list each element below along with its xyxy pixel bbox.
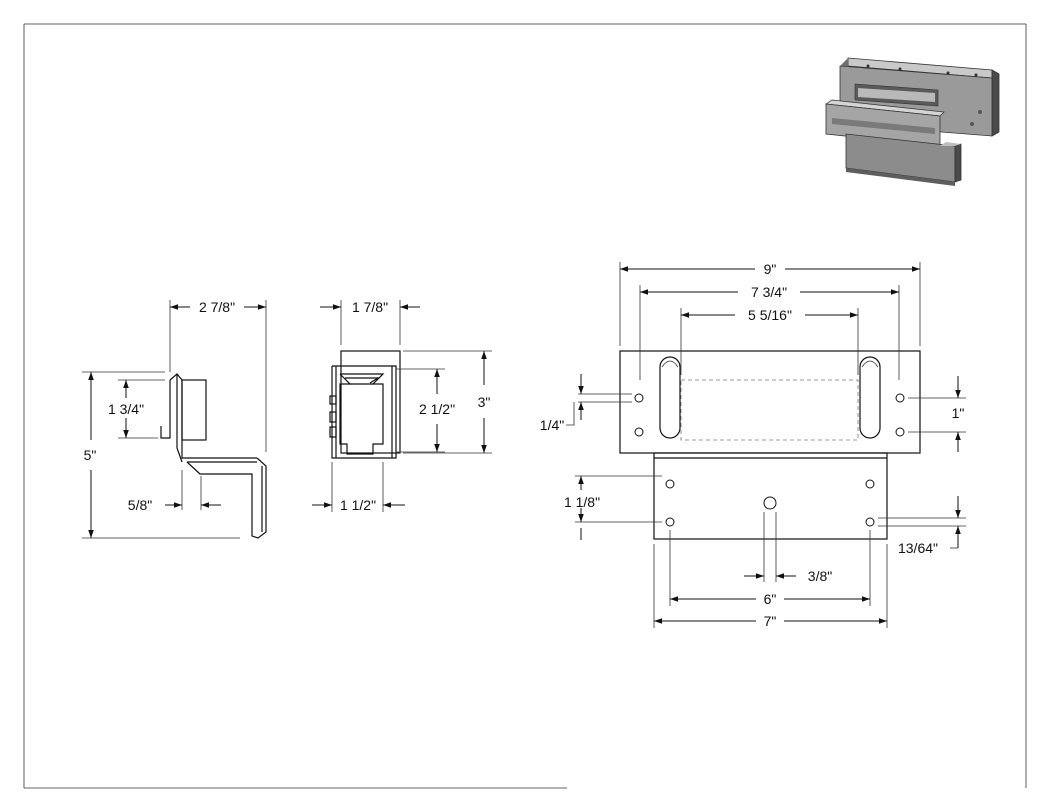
dim-end-width: 1 7/8": [352, 299, 388, 315]
dim-front-width: 9": [764, 261, 777, 277]
dim-end-inner: 2 1/2": [419, 401, 455, 417]
dim-front-hole-offset: 1/4": [540, 417, 564, 433]
isometric-render: [824, 57, 1000, 186]
dim-plate-center-hole: 3/8": [808, 568, 832, 584]
dim-front-window: 5 5/16": [748, 307, 792, 323]
end-view: 1 7/8" 3" 2 1/2" 1 1/2": [312, 299, 492, 513]
dim-end-height: 3": [478, 394, 491, 410]
dim-end-depth: 1 1/2": [340, 497, 376, 513]
dim-front-slot-span: 7 3/4": [751, 284, 787, 300]
dim-side-offset: 5/8": [128, 497, 152, 513]
side-view: 2 7/8" 5" 1 3/4" 5/8": [82, 299, 267, 539]
dim-front-hole-spacing: 1": [952, 405, 965, 421]
dim-plate-width: 7": [764, 613, 777, 629]
dim-plate-hole-spacing: 1 1/8": [564, 494, 600, 510]
dim-plate-hole-edge: 13/64": [898, 540, 938, 556]
dim-side-width: 2 7/8": [199, 299, 235, 315]
sheet-border: [23, 23, 1027, 789]
front-view: 9" 7 3/4" 5 5/16" 1/4" 1" 1 1/8": [540, 261, 966, 629]
dim-side-height: 5": [84, 447, 97, 463]
dim-plate-hole-span: 6": [764, 591, 777, 607]
dim-side-lip: 1 3/4": [108, 401, 144, 417]
